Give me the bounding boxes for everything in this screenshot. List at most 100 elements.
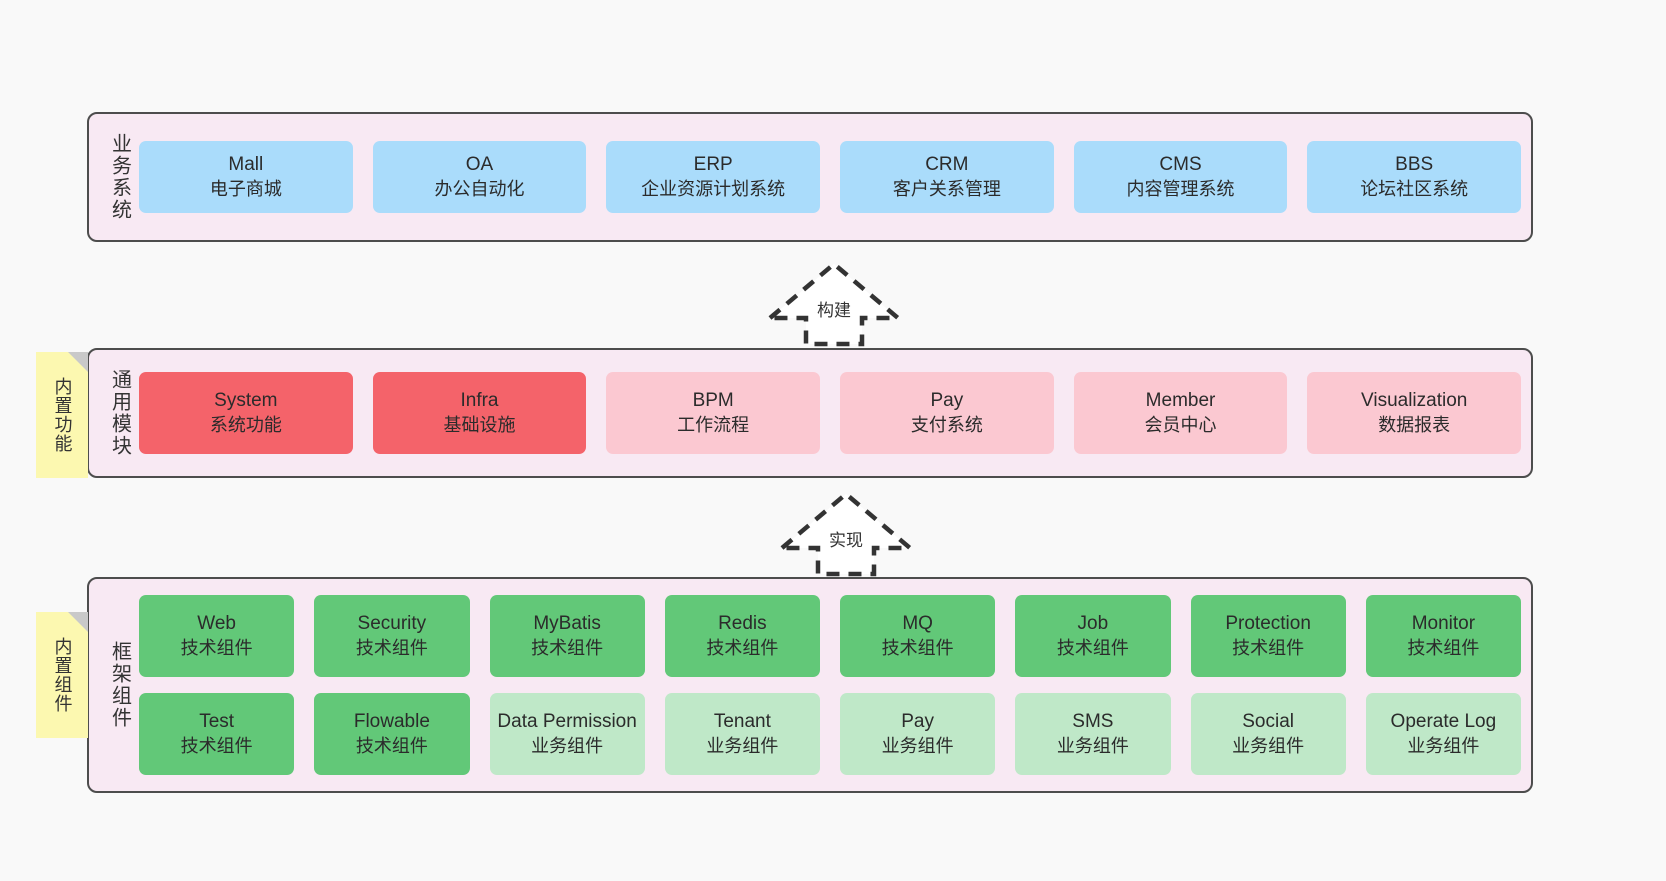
- card-title: ERP: [693, 154, 733, 176]
- card-subtitle: 电子商城: [209, 178, 282, 199]
- card-subtitle: 技术组件: [1232, 637, 1305, 658]
- card-title: OA: [465, 154, 494, 176]
- sticky-note-label: 内置组件: [52, 637, 73, 713]
- card-flowable[interactable]: Flowable 技术组件: [314, 693, 470, 775]
- card-security[interactable]: Security 技术组件: [314, 595, 470, 677]
- card-title: Tenant: [713, 711, 771, 733]
- card-title: CRM: [925, 154, 969, 176]
- dashed-up-arrow-icon: [775, 491, 917, 577]
- card-subtitle: 技术组件: [531, 637, 604, 658]
- card-title: Operate Log: [1390, 711, 1497, 733]
- card-test[interactable]: Test 技术组件: [139, 693, 295, 775]
- arrow-implement: 实现: [772, 486, 920, 578]
- card-title: Social: [1242, 711, 1294, 733]
- card-subtitle: 技术组件: [881, 637, 954, 658]
- card-row: Web 技术组件 Security 技术组件 MyBatis 技术组件 Redi…: [139, 595, 1521, 677]
- card-member[interactable]: Member 会员中心: [1073, 372, 1288, 454]
- card-subtitle: 支付系统: [910, 414, 983, 435]
- card-erp[interactable]: ERP 企业资源计划系统: [606, 141, 821, 213]
- layer-title-business: 业务系统: [108, 133, 131, 221]
- card-subtitle: 业务组件: [531, 735, 604, 756]
- card-subtitle: 技术组件: [180, 637, 253, 658]
- card-title: Job: [1077, 613, 1109, 635]
- card-title: Web: [197, 613, 236, 635]
- card-title: CMS: [1159, 154, 1202, 176]
- card-subtitle: 业务组件: [1056, 735, 1129, 756]
- card-title: Security: [357, 613, 427, 635]
- arrow-implement-label: 实现: [829, 531, 863, 550]
- card-title: BBS: [1395, 154, 1434, 176]
- card-title: Visualization: [1361, 390, 1468, 412]
- card-title: SMS: [1072, 711, 1114, 733]
- card-title: System: [214, 390, 278, 412]
- card-subtitle: 技术组件: [355, 637, 428, 658]
- card-mq[interactable]: MQ 技术组件: [840, 595, 996, 677]
- card-bpm[interactable]: BPM 工作流程: [606, 372, 821, 454]
- card-visualization[interactable]: Visualization 数据报表: [1307, 372, 1522, 454]
- dashed-up-arrow-icon: [763, 261, 905, 347]
- card-social[interactable]: Social 业务组件: [1190, 693, 1346, 775]
- card-subtitle: 基础设施: [443, 414, 516, 435]
- card-monitor[interactable]: Monitor 技术组件: [1365, 595, 1521, 677]
- card-cms[interactable]: CMS 内容管理系统: [1073, 141, 1288, 213]
- card-subtitle: 办公自动化: [434, 178, 525, 199]
- arrow-build-label: 构建: [817, 301, 851, 320]
- folded-corner-icon: [68, 612, 88, 632]
- card-title: BPM: [692, 390, 734, 412]
- card-protection[interactable]: Protection 技术组件: [1190, 595, 1346, 677]
- card-pay[interactable]: Pay 支付系统: [840, 372, 1054, 454]
- card-title: Monitor: [1411, 613, 1476, 635]
- card-subtitle: 数据报表: [1378, 414, 1451, 435]
- card-subtitle: 业务组件: [1232, 735, 1305, 756]
- card-subtitle: 业务组件: [1407, 735, 1480, 756]
- sticky-note-builtin-features: 内置功能: [36, 352, 88, 478]
- card-subtitle: 会员中心: [1144, 414, 1217, 435]
- card-system[interactable]: System 系统功能: [139, 372, 353, 454]
- card-bbs[interactable]: BBS 论坛社区系统: [1307, 141, 1522, 213]
- card-crm[interactable]: CRM 客户关系管理: [840, 141, 1054, 213]
- card-sms[interactable]: SMS 业务组件: [1015, 693, 1171, 775]
- card-row: Test 技术组件 Flowable 技术组件 Data Permission …: [139, 693, 1521, 775]
- card-subtitle: 工作流程: [677, 414, 750, 435]
- card-row: System 系统功能 Infra 基础设施 BPM 工作流程 Pay 支付系统…: [139, 372, 1522, 454]
- layer-common-modules: 通用模块 System 系统功能 Infra 基础设施 BPM 工作流程 Pay…: [87, 348, 1533, 478]
- card-title: Infra: [460, 390, 499, 412]
- card-subtitle: 客户关系管理: [892, 178, 1001, 199]
- card-mall[interactable]: Mall 电子商城: [139, 141, 353, 213]
- card-subtitle: 业务组件: [706, 735, 779, 756]
- card-title: Protection: [1225, 613, 1311, 635]
- card-subtitle: 企业资源计划系统: [641, 178, 786, 199]
- arrow-build: 构建: [760, 256, 908, 348]
- card-subtitle: 技术组件: [1056, 637, 1129, 658]
- card-mybatis[interactable]: MyBatis 技术组件: [489, 595, 645, 677]
- card-operate-log[interactable]: Operate Log 业务组件: [1365, 693, 1521, 775]
- card-job[interactable]: Job 技术组件: [1015, 595, 1171, 677]
- card-tenant[interactable]: Tenant 业务组件: [664, 693, 820, 775]
- card-title: Member: [1145, 390, 1216, 412]
- card-subtitle: 技术组件: [1407, 637, 1480, 658]
- layer-framework-components: 框架组件 Web 技术组件 Security 技术组件 MyBatis 技术组件…: [87, 577, 1533, 793]
- card-oa[interactable]: OA 办公自动化: [372, 141, 587, 213]
- card-subtitle: 内容管理系统: [1126, 178, 1235, 199]
- card-subtitle: 系统功能: [209, 414, 282, 435]
- card-title: Pay: [901, 711, 934, 733]
- card-data-permission[interactable]: Data Permission 业务组件: [489, 693, 645, 775]
- layer-title-modules: 通用模块: [108, 369, 131, 457]
- card-title: Pay: [930, 390, 964, 412]
- card-web[interactable]: Web 技术组件: [139, 595, 295, 677]
- card-title: Flowable: [353, 711, 430, 733]
- card-infra[interactable]: Infra 基础设施: [372, 372, 587, 454]
- folded-corner-icon: [68, 352, 88, 372]
- card-pay-business[interactable]: Pay 业务组件: [840, 693, 996, 775]
- layer-body-framework: Web 技术组件 Security 技术组件 MyBatis 技术组件 Redi…: [139, 587, 1521, 783]
- card-title: MQ: [902, 613, 933, 635]
- card-title: Redis: [718, 613, 767, 635]
- sticky-note-builtin-components: 内置组件: [36, 612, 88, 738]
- layer-body-business: Mall 电子商城 OA 办公自动化 ERP 企业资源计划系统 CRM 客户关系…: [139, 122, 1522, 232]
- card-redis[interactable]: Redis 技术组件: [664, 595, 820, 677]
- layer-business-systems: 业务系统 Mall 电子商城 OA 办公自动化 ERP 企业资源计划系统 CRM…: [87, 112, 1533, 242]
- card-subtitle: 业务组件: [881, 735, 954, 756]
- card-title: Data Permission: [497, 711, 637, 733]
- card-title: Mall: [228, 154, 264, 176]
